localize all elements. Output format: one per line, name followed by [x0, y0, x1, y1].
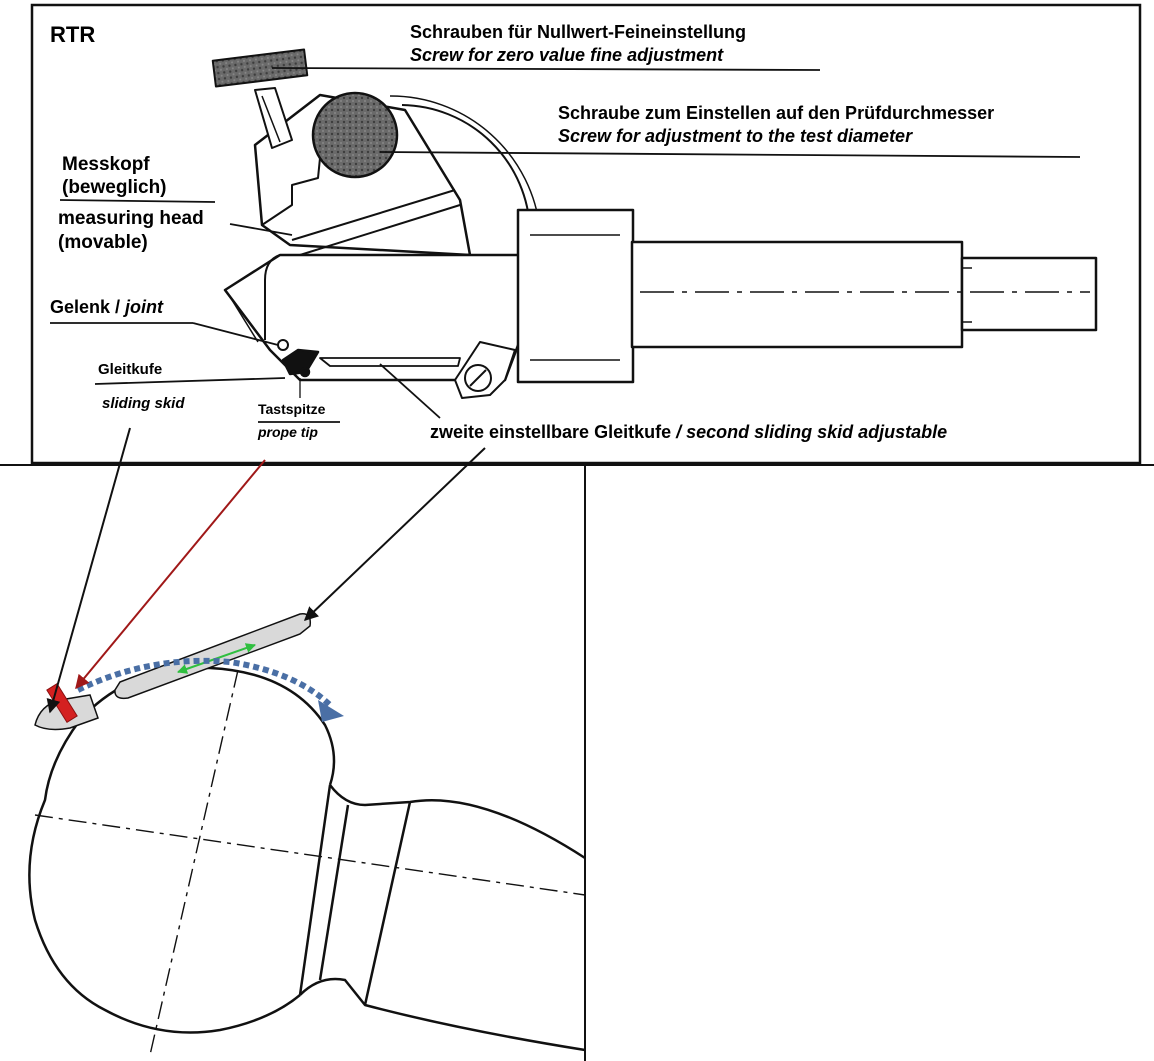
second-skid-label-en: / second sliding skid adjustable [675, 422, 947, 442]
probe-tip-label-en: prope tip [257, 424, 318, 440]
joint-label-en: joint [123, 297, 164, 317]
second-skid [319, 357, 461, 367]
probe-tip-label-de: Tastspitze [258, 401, 326, 417]
shaft [630, 240, 964, 349]
scan-path-arrowhead [318, 700, 344, 722]
rtr-device [211, 48, 1098, 399]
arrow-second-skid [303, 447, 486, 621]
screw-zero-label-de: Schrauben für Nullwert-Feineinstellung [410, 22, 746, 42]
arrow-probe-tip [75, 459, 266, 690]
ball-axis-horizontal [34, 814, 586, 896]
screw-diameter-label-en: Screw for adjustment to the test diamete… [558, 126, 913, 146]
ball-axis-vertical [149, 669, 239, 1056]
clamp-collar [516, 208, 635, 384]
measuring-head-label-de-1: Messkopf [62, 154, 150, 175]
ball-outline [28, 719, 301, 1034]
second-skid-label: zweite einstellbare Gleitkufe / second s… [430, 422, 947, 442]
neck-top [329, 784, 586, 860]
diameter-screw-knob [311, 91, 399, 179]
rtr-title: RTR [50, 22, 95, 47]
measuring-head-label-de-2: (beweglich) [62, 177, 167, 198]
leader-lines [50, 67, 1081, 423]
ball-stud [28, 666, 586, 1056]
neck-bottom [299, 977, 586, 1052]
screw-diameter-label-de: Schraube zum Einstellen auf den Prüfdurc… [558, 103, 994, 123]
sliding-skid-label-en: sliding skid [102, 395, 185, 412]
sliding-skid-label-de: Gleitkufe [98, 361, 162, 378]
arrow-sliding-skid [46, 427, 131, 714]
zero-screw-knob [211, 48, 309, 88]
sliding-skid [281, 348, 320, 376]
joint-label: Gelenk / joint [50, 297, 164, 317]
adjustment-arc [401, 104, 531, 231]
second-skid-label-de: zweite einstellbare Gleitkufe [430, 422, 676, 442]
measuring-head-label-en-2: (movable) [58, 232, 148, 253]
screw-zero-label-en: Screw for zero value fine adjustment [410, 45, 724, 65]
joint-label-de: Gelenk / [50, 297, 125, 317]
joint [277, 339, 289, 351]
measuring-head-label-en-1: measuring head [58, 208, 204, 229]
shaft-end [960, 256, 1098, 332]
scan-path-arrow [76, 657, 333, 708]
probe-tip [299, 366, 311, 378]
